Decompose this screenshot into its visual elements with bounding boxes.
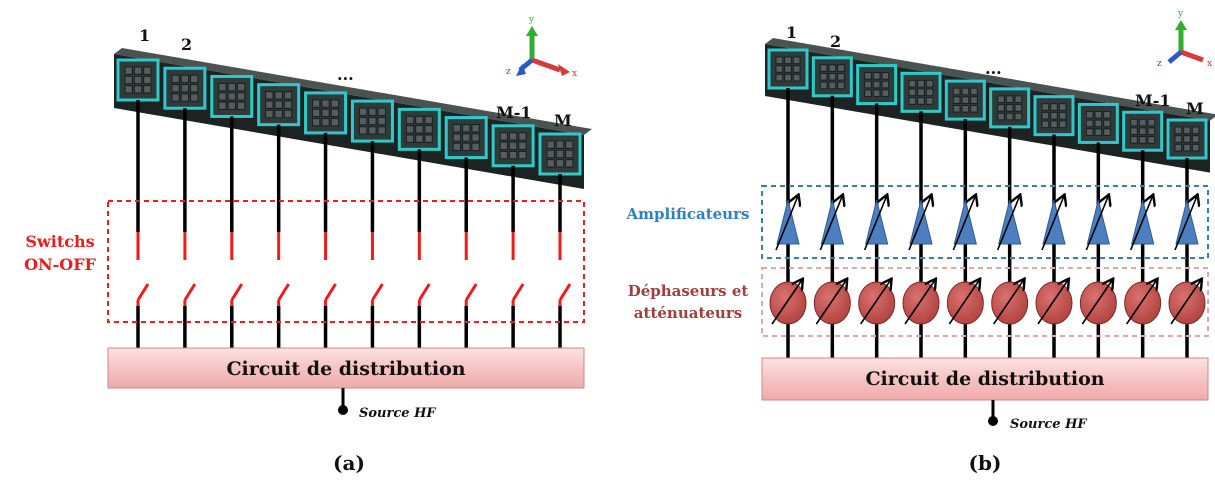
antenna-array-b <box>765 38 1215 173</box>
switch-label-line1: Switchs <box>25 232 94 251</box>
switch-lever <box>558 283 572 301</box>
antenna-element <box>1122 110 1164 152</box>
svg-text:y: y <box>528 15 535 25</box>
svg-text:x: x <box>572 69 577 79</box>
tuning-arrow <box>775 196 798 251</box>
element-label-1-b: 1 <box>786 23 797 42</box>
switches-a <box>136 232 572 306</box>
svg-text:y: y <box>1177 9 1184 19</box>
phase-shifters <box>769 280 1206 325</box>
distribution-label-a: Circuit de distribution <box>226 358 465 380</box>
caption-a: (a) <box>333 451 365 475</box>
distribution-circuit-b <box>761 357 1209 401</box>
caption-b: (b) <box>969 451 1002 475</box>
amplifier-group-box <box>761 185 1209 259</box>
distribution-circuit-a <box>107 347 585 389</box>
tuning-arrow <box>1081 280 1112 325</box>
source-label-b: Source HF <box>1010 417 1087 432</box>
tuning-arrow <box>863 196 887 251</box>
switch-lever <box>324 283 337 301</box>
array-top-face <box>765 38 1215 121</box>
antenna-array-a <box>114 48 592 190</box>
switch-group-box <box>107 200 585 323</box>
phase-label-line2: atténuateurs <box>634 304 742 322</box>
distribution-label-b: Circuit de distribution <box>865 368 1104 390</box>
switch-lever <box>183 283 197 301</box>
amplifier-label: Amplificateurs <box>626 205 750 223</box>
antenna-element <box>210 74 254 118</box>
antenna-element <box>304 91 348 135</box>
source-dot-b <box>988 416 998 426</box>
tuning-arrow <box>1170 280 1201 325</box>
antenna-element <box>1033 95 1075 137</box>
element-label-m1-b: M-1 <box>1135 91 1170 110</box>
tuning-arrow <box>904 280 935 325</box>
antenna-element <box>257 83 301 127</box>
tuning-arrow <box>952 196 975 251</box>
tuning-arrow <box>1129 196 1153 251</box>
amplifiers <box>775 196 1198 251</box>
tuning-arrow <box>993 280 1024 325</box>
antenna-element <box>444 116 488 160</box>
element-label-m-a: M <box>554 111 572 130</box>
svg-text:z: z <box>506 67 511 77</box>
tuning-arrow <box>815 280 846 325</box>
antenna-element <box>491 124 535 168</box>
switch-lever <box>371 283 384 301</box>
element-label-m-b: M <box>1186 99 1204 118</box>
antenna-element <box>811 56 853 98</box>
element-label-m1-a: M-1 <box>496 103 531 122</box>
feed-lines-a <box>136 100 562 348</box>
element-dots-a: ... <box>337 65 354 84</box>
tuning-arrow <box>908 196 931 251</box>
antenna-element <box>116 58 160 102</box>
tuning-arrow <box>1085 196 1108 251</box>
tuning-arrow <box>1174 196 1197 251</box>
switch-lever <box>418 283 431 301</box>
tuning-arrow <box>1037 280 1068 325</box>
source-label-a: Source HF <box>359 406 436 421</box>
antenna-element <box>163 66 207 110</box>
element-label-2-a: 2 <box>181 35 192 54</box>
array-top-face <box>114 48 592 136</box>
panel-b: Amplificateurs Déphaseurs et atténuateur… <box>626 9 1215 475</box>
antenna-element <box>397 107 441 151</box>
antenna-element <box>1077 102 1119 144</box>
antenna-element <box>944 79 986 121</box>
antenna-element <box>350 99 394 143</box>
switch-label-line2: ON-OFF <box>24 255 97 274</box>
antenna-element <box>989 87 1031 129</box>
element-label-2-b: 2 <box>830 32 841 51</box>
source-dot-a <box>338 405 348 415</box>
switch-lever <box>464 283 478 301</box>
svg-text:x: x <box>1207 59 1212 69</box>
tuning-arrow <box>1041 196 1064 251</box>
axis-triad-icon-a: y x z <box>506 15 577 79</box>
axis-triad-icon-b: y x z <box>1157 9 1212 69</box>
element-label-1-a: 1 <box>139 26 150 45</box>
element-dots-b: ... <box>985 59 1002 78</box>
tuning-arrow <box>771 280 802 325</box>
antenna-element <box>1166 118 1208 160</box>
phase-group-box <box>761 267 1209 337</box>
switch-lever <box>277 283 290 301</box>
tuning-arrow <box>1126 280 1157 325</box>
panel-a: Switchs ON-OFF Circuit de distribution S… <box>24 15 592 475</box>
antenna-element <box>900 71 942 113</box>
tuning-arrow <box>996 196 1020 251</box>
svg-text:z: z <box>1157 59 1162 69</box>
antenna-element <box>856 64 898 106</box>
switch-lever <box>136 283 150 301</box>
switch-lever <box>230 283 244 301</box>
tuning-arrow <box>819 196 842 251</box>
switch-lever <box>511 283 525 301</box>
tuning-arrow <box>948 280 979 325</box>
tuning-arrow <box>860 280 891 325</box>
antenna-element <box>767 48 809 90</box>
antenna-element <box>538 132 582 176</box>
phase-label-line1: Déphaseurs et <box>628 282 749 300</box>
